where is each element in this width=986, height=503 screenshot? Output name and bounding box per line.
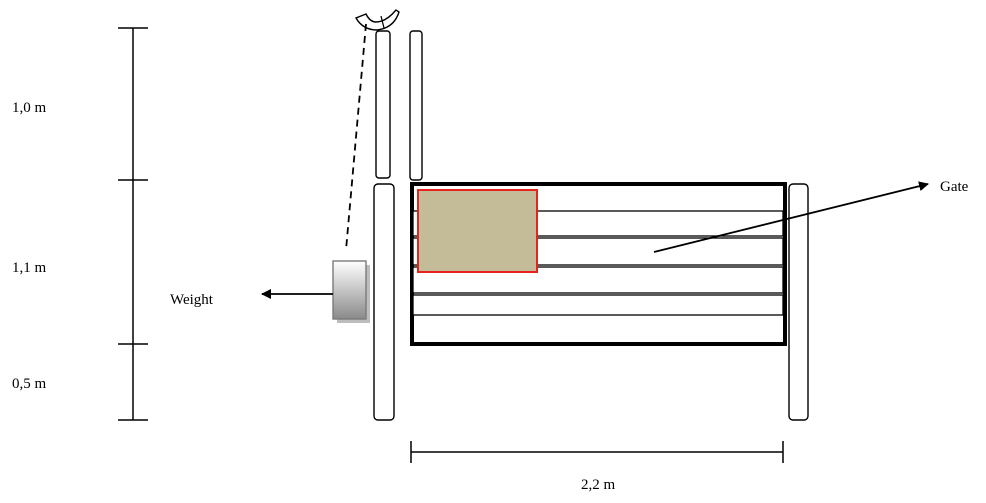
- upper-post-left: [375, 30, 391, 179]
- vertical-dimension: [118, 27, 148, 421]
- dimension-label-middle: 1,1 m: [12, 260, 47, 276]
- pulley-icon-divider: [380, 15, 385, 29]
- gate-arrow: [653, 181, 929, 253]
- gate-slat: [412, 294, 784, 316]
- right-post: [788, 183, 809, 421]
- weight-label: Weight: [170, 292, 214, 308]
- dimension-label-lower: 0,5 m: [12, 376, 47, 392]
- upper-post-right: [409, 30, 423, 181]
- dashed-rope: [345, 23, 367, 251]
- dimension-label-upper: 1,0 m: [12, 100, 47, 116]
- main-post: [373, 183, 395, 421]
- horizontal-dimension: [410, 441, 784, 463]
- gate-label: Gate: [940, 179, 969, 195]
- highlight-panel: [417, 189, 538, 273]
- dimension-label-width: 2,2 m: [581, 477, 616, 493]
- weight-block: [332, 260, 367, 320]
- pulley-icon: [354, 9, 400, 31]
